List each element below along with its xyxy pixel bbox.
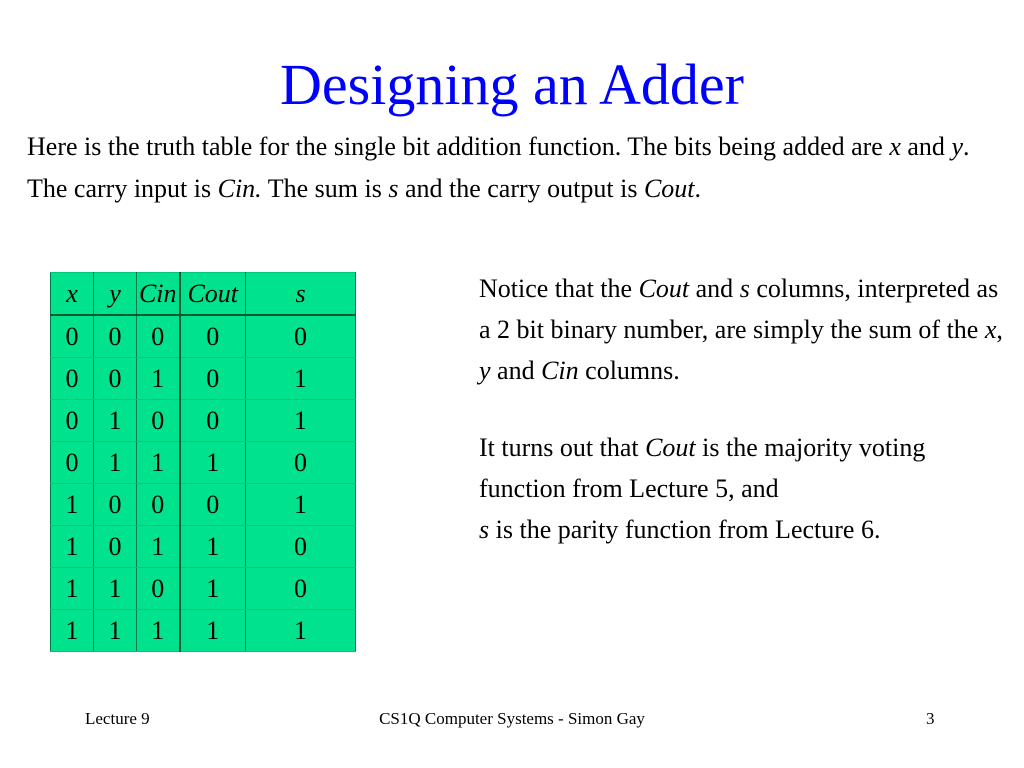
intro-var-cout: Cout: [643, 174, 695, 203]
table-cell: 0: [179, 483, 246, 526]
intro-text-2: and: [900, 132, 952, 161]
truth-table-header-row: x y Cin Cout s: [50, 272, 356, 316]
table-cell: 0: [50, 399, 94, 442]
note1-var-y: y: [479, 356, 491, 385]
table-cell: 1: [136, 525, 181, 568]
table-cell: 0: [50, 441, 94, 484]
table-cell: 1: [245, 399, 356, 442]
table-cell: 1: [179, 525, 246, 568]
note2-var-s: s: [479, 515, 490, 544]
slide-title: Designing an Adder: [280, 52, 744, 117]
note-cout-s-sum: Notice that the Cout and s columns, inte…: [479, 268, 1014, 391]
footer-course: CS1Q Computer Systems - Simon Gay: [379, 709, 645, 728]
table-cell: 1: [179, 609, 246, 652]
table-cell: 1: [179, 567, 246, 610]
table-cell: 0: [179, 357, 246, 400]
table-cell: 0: [50, 357, 94, 400]
note1-var-cout: Cout: [638, 274, 690, 303]
table-cell: 0: [93, 483, 137, 526]
intro-text-3: . The carry input is: [27, 132, 970, 203]
table-cell: 1: [245, 357, 356, 400]
note2-text-b: is the majority voting function from Lec…: [479, 433, 926, 503]
table-cell: 1: [179, 441, 246, 484]
table-cell: 1: [245, 483, 356, 526]
table-cell: 1: [245, 609, 356, 652]
footer-lecture: Lecture 9: [85, 709, 150, 728]
intro-text-1: Here is the truth table for the single b…: [27, 132, 890, 161]
table-cell: 0: [93, 525, 137, 568]
table-cell: 1: [50, 525, 94, 568]
table-cell: 0: [245, 314, 356, 358]
intro-text-6: .: [694, 174, 702, 203]
table-cell: 0: [245, 441, 356, 484]
table-cell: 1: [93, 441, 137, 484]
table-cell: 1: [50, 609, 94, 652]
intro-var-cin: Cin.: [217, 174, 262, 203]
table-cell: 0: [245, 567, 356, 610]
notes-panel: Notice that the Cout and s columns, inte…: [479, 268, 1014, 550]
note1-var-s: s: [739, 274, 750, 303]
footer-page-number: 3: [926, 709, 935, 728]
note2-text-a: It turns out that: [479, 433, 646, 462]
table-cell: 1: [50, 567, 94, 610]
table-cell: 1: [93, 399, 137, 442]
intro-var-s: s: [388, 174, 399, 203]
table-cell: 0: [50, 314, 94, 358]
note1-text-b: and: [689, 274, 740, 303]
column-header-s: s: [245, 272, 356, 316]
note1-var-cin: Cin: [541, 356, 579, 385]
note2-var-cout: Cout: [645, 433, 696, 462]
table-cell: 0: [136, 314, 181, 358]
intro-var-x: x: [889, 132, 901, 161]
table-cell: 1: [93, 567, 137, 610]
column-header-cin: Cin: [136, 272, 181, 316]
table-cell: 0: [179, 399, 246, 442]
table-cell: 0: [136, 567, 181, 610]
note2-text-c: is the parity function from Lecture 6.: [489, 515, 881, 544]
intro-text-4: The sum is: [261, 174, 389, 203]
note-majority-parity: It turns out that Cout is the majority v…: [479, 427, 1014, 550]
table-cell: 0: [179, 314, 246, 358]
note1-text-d: ,: [996, 315, 1003, 344]
note1-text-c: columns, interpreted as a 2 bit binary n…: [479, 274, 999, 344]
column-header-y: y: [93, 272, 137, 316]
table-cell: 0: [136, 399, 181, 442]
column-header-x: x: [50, 272, 94, 316]
table-cell: 1: [136, 441, 181, 484]
table-cell: 1: [50, 483, 94, 526]
note1-text-e: and: [490, 356, 542, 385]
table-cell: 0: [136, 483, 181, 526]
table-cell: 1: [93, 609, 137, 652]
intro-var-y: y: [951, 132, 963, 161]
table-cell: 0: [93, 314, 137, 358]
table-cell: 1: [136, 609, 181, 652]
note1-text-f: columns.: [578, 356, 680, 385]
intro-text-5: and the carry output is: [398, 174, 644, 203]
table-cell: 1: [136, 357, 181, 400]
note1-text-a: Notice that the: [479, 274, 639, 303]
note1-var-x: x: [984, 315, 997, 344]
table-cell: 0: [245, 525, 356, 568]
column-header-cout: Cout: [179, 272, 246, 316]
intro-paragraph: Here is the truth table for the single b…: [27, 126, 987, 210]
table-cell: 0: [93, 357, 137, 400]
